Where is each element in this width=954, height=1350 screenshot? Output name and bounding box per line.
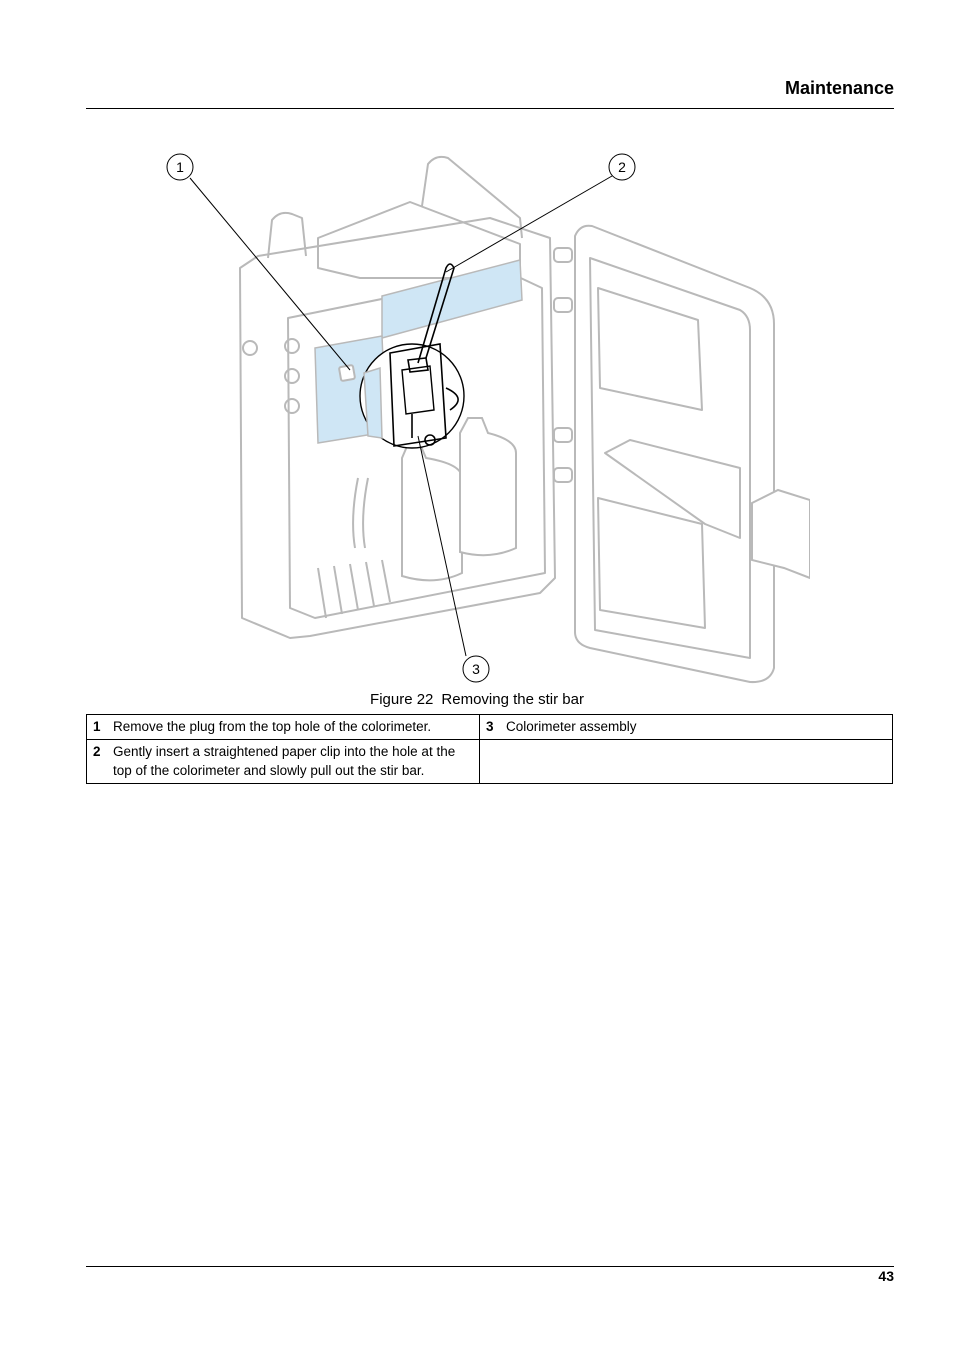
drain-grill (317, 559, 391, 619)
left-handle (267, 211, 307, 259)
side-fitting (284, 398, 300, 414)
figure-illustration: 1 2 3 (150, 148, 811, 688)
door-outer (574, 224, 775, 684)
leader-line-3 (417, 435, 467, 657)
legend-number: 1 (86, 714, 107, 740)
figure-legend-table: 1 Remove the plug from the top hole of t… (86, 714, 893, 784)
reagent-bottle-right (459, 417, 517, 557)
plug (338, 364, 356, 382)
svg-text:2: 2 (618, 159, 626, 175)
side-fitting (284, 368, 300, 384)
detail-blue-panel (363, 366, 383, 439)
tubing (362, 477, 369, 549)
legend-number: 3 (479, 714, 500, 740)
figure-caption: Figure 22 Removing the stir bar (0, 691, 954, 708)
leader-line-2 (445, 175, 613, 273)
legend-number: 2 (86, 739, 107, 784)
callout-3: 3 (462, 655, 490, 683)
legend-text: Remove the plug from the top hole of the… (107, 714, 480, 740)
legend-text (500, 739, 893, 784)
door-window-bottom (597, 497, 706, 629)
svg-text:1: 1 (176, 159, 184, 175)
door-recess (604, 439, 741, 539)
figure-number: Figure 22 (370, 691, 434, 708)
door-latch (751, 488, 811, 580)
footer-divider (86, 1266, 894, 1267)
legend-text: Gently insert a straightened paper clip … (107, 739, 480, 784)
right-handle (421, 155, 523, 239)
figure-title: Removing the stir bar (441, 691, 584, 708)
svg-text:3: 3 (472, 661, 480, 677)
page-number: 43 (878, 1268, 894, 1284)
leader-line-1 (189, 177, 351, 371)
analyzer-drawing: 1 2 3 (166, 153, 811, 684)
legend-row: 2 Gently insert a straightened paper cli… (86, 739, 893, 784)
top-compartment (317, 201, 521, 279)
reagent-bottle-left (401, 443, 463, 582)
callout-2: 2 (608, 153, 636, 181)
tubing (352, 477, 359, 549)
door-inner (589, 257, 751, 659)
callout-1: 1 (166, 153, 194, 181)
side-fitting (242, 340, 258, 356)
door-window-top (597, 287, 703, 411)
hinges (553, 247, 573, 483)
enclosure-outer (239, 217, 556, 639)
paper-clip (417, 263, 455, 364)
side-fitting (284, 338, 300, 354)
section-title: Maintenance (784, 78, 894, 98)
legend-row: 1 Remove the plug from the top hole of t… (86, 714, 893, 740)
display-panel (381, 259, 523, 339)
legend-number (479, 739, 500, 784)
header-divider (86, 108, 894, 109)
legend-text: Colorimeter assembly (500, 714, 893, 740)
